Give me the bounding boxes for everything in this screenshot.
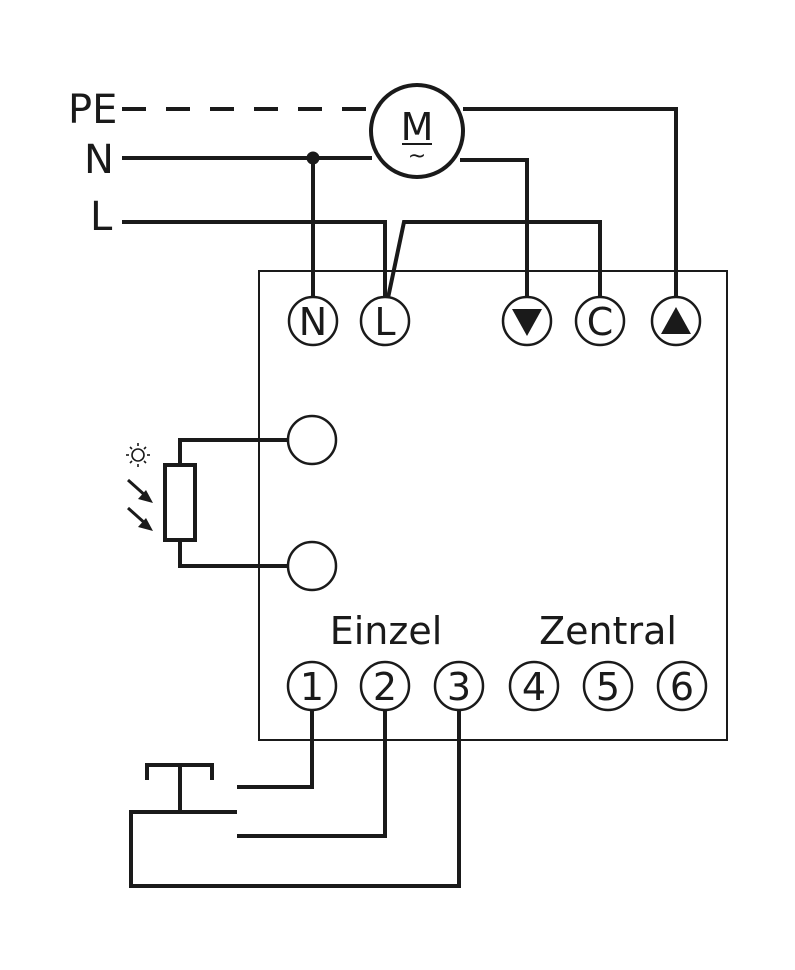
light-sensor xyxy=(126,414,338,592)
switch-wire-terminal-3 xyxy=(129,710,461,888)
l-label: L xyxy=(90,194,113,240)
sensor-terminal-2 xyxy=(286,540,338,592)
l-wire xyxy=(122,220,387,300)
motor: M ~ xyxy=(369,83,465,179)
l-to-c-wire xyxy=(386,220,602,300)
sensor-wire-top xyxy=(178,438,290,465)
terminal-1-label: 1 xyxy=(300,665,324,709)
controller-box xyxy=(258,270,728,741)
terminal-down xyxy=(501,295,553,347)
triangle-up-icon xyxy=(661,307,691,334)
push-button-switch xyxy=(129,710,461,888)
terminal-5-label: 5 xyxy=(596,665,620,709)
terminal-3-label: 3 xyxy=(447,665,471,709)
terminal-c: C xyxy=(574,295,626,347)
motor-ac-symbol: ~ xyxy=(408,144,426,169)
terminal-n: N xyxy=(287,295,339,347)
terminal-2: 2 xyxy=(359,660,411,712)
einzel-label: Einzel xyxy=(330,609,443,653)
terminal-n-label: N xyxy=(299,300,327,344)
motor-down-wire xyxy=(460,158,529,300)
switch-wire-terminal-1 xyxy=(237,710,314,789)
pe-label: PE xyxy=(68,87,117,133)
switch-wire-terminal-2 xyxy=(237,710,387,838)
terminal-2-label: 2 xyxy=(373,665,397,709)
terminal-3: 3 xyxy=(433,660,485,712)
sensor-terminal-1 xyxy=(286,414,338,466)
terminal-4: 4 xyxy=(508,660,560,712)
terminal-1: 1 xyxy=(286,660,338,712)
terminal-6-label: 6 xyxy=(670,665,694,709)
triangle-down-icon xyxy=(512,309,542,336)
terminal-up xyxy=(650,295,702,347)
motor-letter: M xyxy=(401,105,434,149)
terminal-4-label: 4 xyxy=(522,665,546,709)
sun-icon xyxy=(126,443,150,467)
light-arrows-icon xyxy=(126,478,153,531)
terminal-l: L xyxy=(359,295,411,347)
light-sensor-resistor xyxy=(163,463,197,542)
n-label: N xyxy=(84,137,114,183)
zentral-label: Zentral xyxy=(539,609,677,653)
sensor-wire-bottom xyxy=(178,540,290,568)
motor-circle xyxy=(369,83,465,179)
terminal-6: 6 xyxy=(656,660,708,712)
terminal-l-label: L xyxy=(374,300,395,344)
motor-up-wire xyxy=(463,107,678,300)
terminal-c-label: C xyxy=(587,300,614,344)
terminal-5: 5 xyxy=(582,660,634,712)
